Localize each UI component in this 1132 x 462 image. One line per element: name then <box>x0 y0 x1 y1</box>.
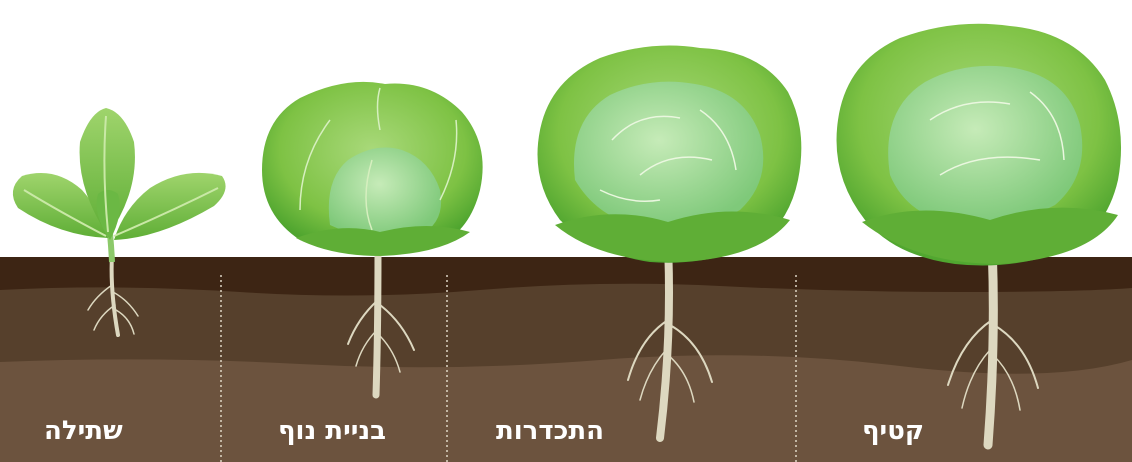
harvest-head <box>888 66 1082 225</box>
heading-head <box>574 82 763 229</box>
stage-label-seedling: שתילה <box>44 418 123 444</box>
stage-label-heading: התכדרות <box>496 418 604 444</box>
stage-label-foliage: בניית נוף <box>278 418 386 444</box>
stage-label-harvest: קטיף <box>862 418 924 444</box>
